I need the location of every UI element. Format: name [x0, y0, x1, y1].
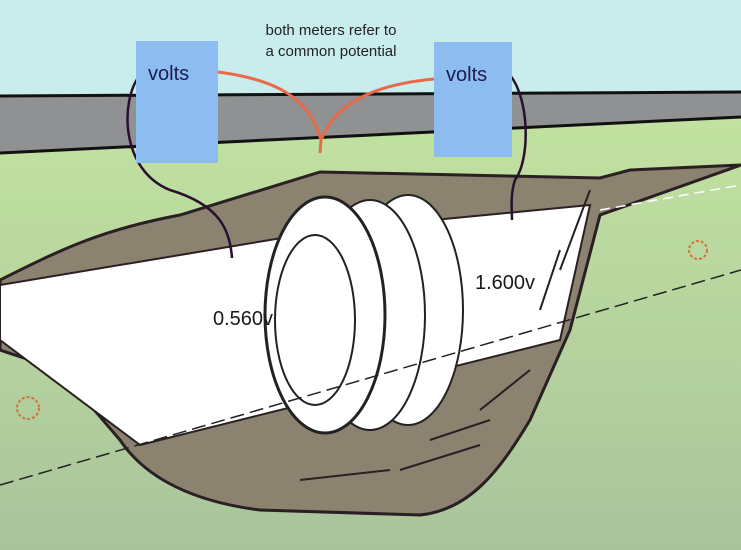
voltmeter-label: volts: [446, 64, 488, 86]
meter-lead-left: [126, 74, 234, 259]
pipe-end: [274, 234, 356, 406]
dashed-line: [0, 269, 741, 486]
meter-lead-right: [509, 74, 527, 221]
reference-wire: [217, 70, 435, 154]
anode-marker: [688, 240, 708, 260]
reading-right: 1.600v: [475, 272, 536, 294]
voltmeter-right: volts: [434, 42, 512, 157]
annotation-line2: a common potential: [265, 43, 397, 60]
road-edge: [0, 115, 741, 155]
pit-cracks: [299, 189, 591, 481]
reading-left: 0.560v: [213, 308, 274, 330]
annotation: both meters refer to a common potential: [246, 20, 416, 62]
annotation-line1: both meters refer to: [265, 22, 397, 39]
voltmeter-label: volts: [148, 63, 190, 85]
anode-marker: [16, 396, 40, 420]
voltmeter-left: volts: [136, 41, 218, 163]
dashed-line: [599, 184, 741, 211]
